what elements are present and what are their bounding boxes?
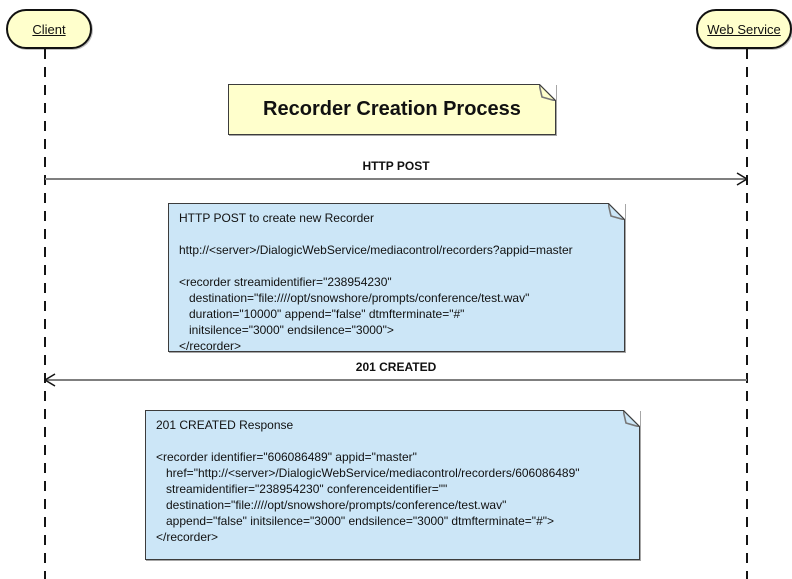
note-response: 201 CREATED Response <recorder identifie… (145, 410, 640, 560)
note-request-line: initsilence="3000" endsilence="3000"> (179, 323, 394, 337)
arrowhead-right-icon (736, 172, 748, 186)
actor-client: Client (6, 9, 92, 49)
note-request-line: </recorder> (179, 339, 242, 353)
message-201-created-line (44, 373, 747, 387)
note-response-line: <recorder identifier="606086489" appid="… (156, 450, 417, 464)
note-request-line (179, 226, 624, 242)
title-note: Recorder Creation Process (228, 84, 556, 135)
note-request-line: http://<server>/DialogicWebService/media… (179, 243, 573, 257)
note-request-line: HTTP POST to create new Recorder (179, 211, 374, 225)
actor-web-service: Web Service (696, 9, 792, 49)
note-response-line (156, 433, 639, 449)
lifeline-web-service (746, 49, 748, 579)
note-request-line: duration="10000" append="false" dtmfterm… (179, 307, 465, 321)
message-http-post: HTTP POST (45, 159, 748, 186)
note-response-line: destination="file:////opt/snowshore/prom… (156, 498, 507, 512)
note-request-line: <recorder streamidentifier="238954230" (179, 275, 392, 289)
note-fold-icon (608, 203, 625, 220)
note-response-line: append="false" initsilence="3000" endsil… (156, 514, 555, 528)
actor-web-service-label: Web Service (707, 21, 781, 37)
note-response-line: streamidentifier="238954230" conferencei… (156, 482, 448, 496)
message-201-created: 201 CREATED (44, 360, 747, 387)
note-response-line: href="http://<server>/DialogicWebService… (156, 466, 580, 480)
message-http-post-label: HTTP POST (362, 159, 430, 173)
note-request-line: destination="file:////opt/snowshore/prom… (179, 291, 530, 305)
actor-client-label: Client (32, 21, 66, 37)
note-fold-icon (623, 410, 640, 427)
diagram-title: Recorder Creation Process (263, 98, 521, 120)
arrowhead-left-icon (44, 373, 56, 387)
note-fold-icon (539, 84, 556, 101)
note-response-line: </recorder> (156, 530, 219, 544)
lifeline-client (44, 49, 46, 579)
note-request-line (179, 258, 624, 274)
note-response-line: 201 CREATED Response (156, 418, 294, 432)
message-201-created-label: 201 CREATED (355, 360, 437, 374)
message-http-post-line (45, 172, 748, 186)
note-request: HTTP POST to create new Recorder http://… (168, 203, 625, 353)
